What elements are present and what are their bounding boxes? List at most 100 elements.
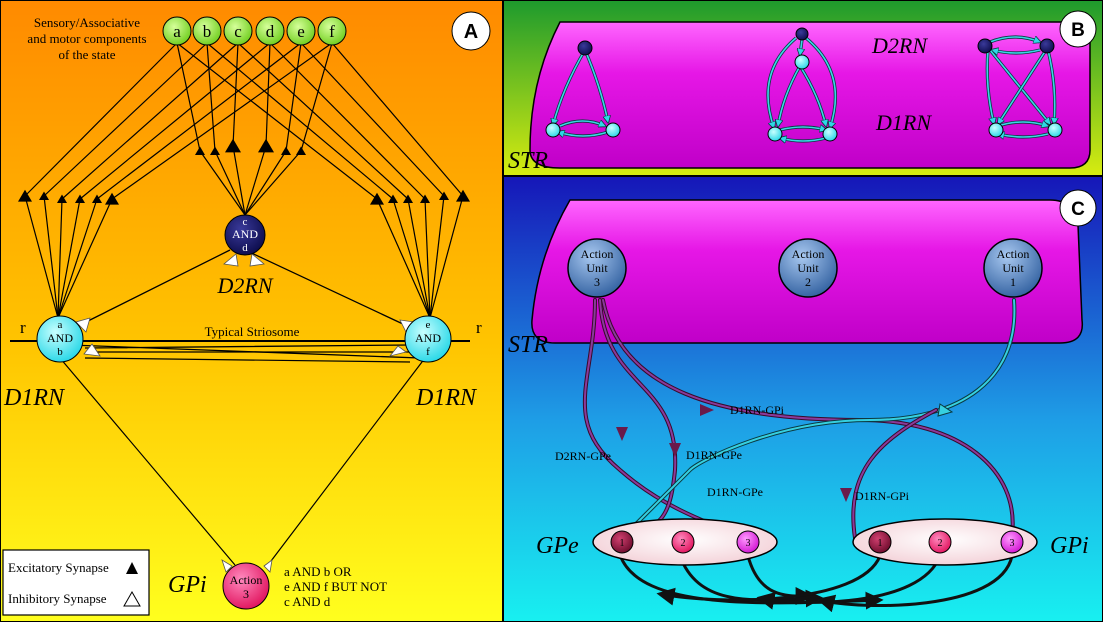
action-unit-label: Action [997,247,1030,261]
excitatory-synapse [439,191,449,200]
excitatory-synapse [105,192,119,205]
path-label-3: D1RN-GPe [686,448,742,462]
b-d2-node [977,38,993,54]
right-node-line-1: e [426,319,431,331]
excitatory-synapse [57,194,67,203]
legend-excitatory: Excitatory Synapse [8,560,109,575]
striosome-label: Typical Striosome [205,324,300,339]
action-unit-label: Action [581,247,614,261]
d2rn-node-line-3: d [242,242,248,254]
gpi-node-2: 2 [928,530,952,554]
gpi-node-3: 3 [1000,530,1024,554]
str-label-b: STR [508,148,548,174]
b-d1-node [794,54,810,70]
header-line-3: of the state [58,47,115,62]
gpe-node-3: 3 [736,530,760,554]
excitatory-synapse [281,146,291,155]
panel-a-background [0,0,503,622]
left-node-line-3: b [57,346,63,358]
badge-c: C [1059,189,1097,227]
b-d2-node [1039,38,1055,54]
gpe-label: GPe [536,533,579,559]
d2rn-label: D2RN [217,273,274,298]
excitatory-synapse [388,194,398,203]
action-unit-label: Unit [586,261,608,275]
badge-a-text: A [464,21,478,43]
r-label-right: r [476,318,482,337]
legend: Excitatory Synapse Inhibitory Synapse [2,549,150,616]
header-line-1: Sensory/Associative [34,15,140,30]
excitatory-synapse [456,189,470,202]
input-node-label: e [297,22,305,41]
d2rn-node-line-1: c [243,216,248,228]
rule-line-3: c AND d [284,594,331,609]
b-network-2 [766,27,838,142]
d1rn-node-left: a AND b [36,315,84,363]
b-d2-node [577,40,593,56]
excitatory-triangle-icon [126,562,138,574]
str-label-c: STR [508,332,548,358]
gpi-node-1: 1 [868,530,892,554]
action-unit-label: Action [792,247,825,261]
gpe-node-label: 3 [746,538,751,549]
pathway-curves [582,298,1017,613]
d1rn-label-right: D1RN [415,385,478,411]
gpi-node-label: 3 [1010,538,1015,549]
path-label-4: D1RN-GPe [707,485,763,499]
gpi-node-label: 2 [938,538,943,549]
input-node-label: d [266,22,275,41]
inhibitory-triangle-icon [123,590,141,607]
d2rn-node-line-2: AND [232,227,258,241]
gpi-links [59,357,426,566]
b-d1-node [822,126,838,142]
d2rn-label-b: D2RN [871,33,928,58]
badge-b-text: B [1071,20,1085,41]
gpe-node-label: 2 [681,538,686,549]
excitatory-synapse [420,194,430,203]
path-label-1: D1RN-GPi [730,403,785,417]
d1rn-label-left: D1RN [3,385,66,411]
badge-b: B [1059,10,1097,48]
input-node-d: d [255,16,285,46]
badge-c-text: C [1071,199,1085,220]
action-unit-label: Unit [797,261,819,275]
excitatory-synapse [296,146,306,155]
action-unit-label: 1 [1010,275,1016,289]
gpi-node-label: 1 [878,538,883,549]
input-node-c: c [223,16,253,46]
connection-lines [24,42,464,319]
path-label-5: D1RN-GPi [855,489,910,503]
b-d1-node [767,126,783,142]
action-unit-label: 3 [594,275,600,289]
excitatory-synapse [195,146,205,155]
excitatory-synapse [18,189,32,202]
synapse-markers [18,138,470,205]
d1rn-node-right: e AND f [404,315,452,363]
badge-a: A [451,11,491,51]
header-line-2: and motor components [27,31,146,46]
input-node-label: f [329,22,335,41]
excitatory-synapse [210,146,220,155]
b-d1-node [605,122,621,138]
excitatory-synapse [92,194,102,203]
input-node-label: a [173,22,181,41]
left-node-line-1: a [58,319,63,331]
gpe-node-2: 2 [671,530,695,554]
b-d2-node [795,27,809,41]
r-label-left: r [20,318,26,337]
input-node-f: f [317,16,347,46]
inhibitory-synapses [75,253,415,573]
panel-b: D2RN D1RN STR B [503,0,1103,176]
excitatory-synapse [403,194,413,203]
excitatory-synapse [370,192,384,205]
input-node-a: a [162,16,192,46]
right-node-line-2: AND [415,331,441,345]
b-d1-node [1047,122,1063,138]
path-label-2: D2RN-GPe [555,449,611,463]
